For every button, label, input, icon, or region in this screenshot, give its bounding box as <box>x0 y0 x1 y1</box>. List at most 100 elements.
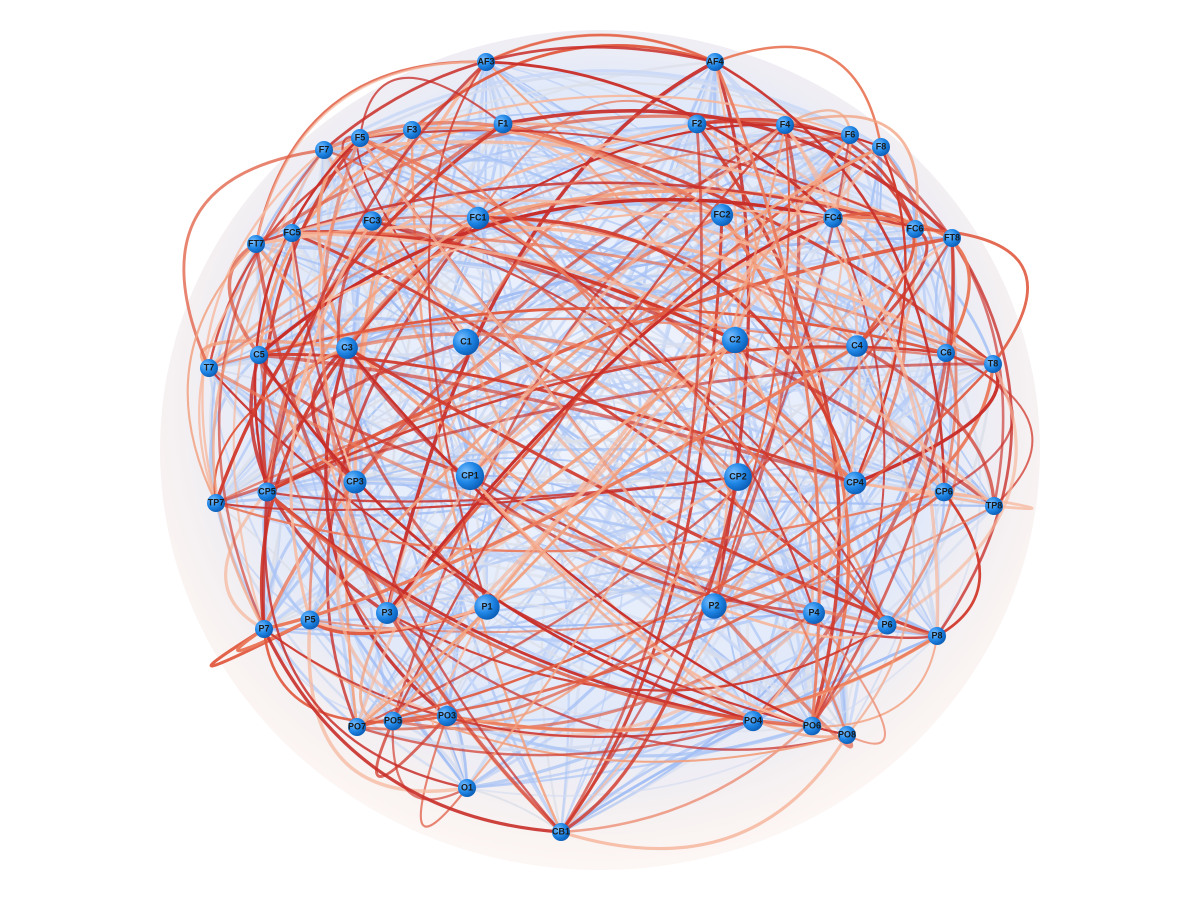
electrode-label: FC2 <box>713 209 730 219</box>
connection-loop <box>207 209 917 370</box>
electrode-node <box>803 602 825 624</box>
electrode-node <box>343 470 367 494</box>
connection-loop <box>265 236 954 494</box>
electrode-c4: C4 <box>846 335 868 357</box>
connection-arc <box>385 611 469 790</box>
connection-loop <box>358 126 859 348</box>
connection-loop <box>322 45 717 152</box>
connection-loop <box>261 136 362 494</box>
electrode-node <box>207 494 225 512</box>
connection-loop <box>358 76 505 140</box>
connection-loop <box>845 344 916 737</box>
electrode-node <box>458 779 476 797</box>
electrode-node <box>985 497 1003 515</box>
electrode-label: FC4 <box>824 212 841 222</box>
electrode-o1: O1 <box>458 779 476 797</box>
connection-loop <box>427 60 489 609</box>
electrode-node <box>552 823 570 841</box>
connection-loop <box>713 45 883 149</box>
electrode-label: CP2 <box>729 471 747 481</box>
connection-loop <box>853 362 1000 485</box>
electrode-label: FT7 <box>248 238 264 248</box>
electrode-label: TP7 <box>208 497 225 507</box>
electrode-label: CP6 <box>935 486 953 496</box>
connection-arc <box>308 589 814 728</box>
connection-arc <box>262 362 995 631</box>
electrode-cp4: CP4 <box>843 471 867 495</box>
connection-loop <box>855 227 929 348</box>
connection-loop <box>345 346 939 638</box>
connection-loop <box>263 490 469 790</box>
electrode-label: F4 <box>780 119 791 129</box>
electrode-node <box>934 482 954 502</box>
connection-loop <box>385 236 954 615</box>
connection-arc <box>215 502 394 722</box>
electrode-label: P5 <box>304 614 315 624</box>
connection-loop <box>345 332 857 485</box>
connection-loop <box>464 184 724 344</box>
connection-loop <box>944 351 1034 508</box>
electrode-fc4: FC4 <box>823 208 843 228</box>
connection-loop <box>810 236 955 728</box>
connection-loop <box>853 145 907 485</box>
connection-loop <box>811 217 886 727</box>
electrode-label: FC3 <box>363 215 380 225</box>
connection-loop <box>257 353 755 723</box>
connection-loop <box>265 490 814 728</box>
electrode-c6: C6 <box>937 344 955 362</box>
electrode-node <box>362 211 382 231</box>
electrode-label: C1 <box>460 336 472 346</box>
connection-loop <box>879 145 958 494</box>
connection-loop <box>201 148 326 505</box>
connection-loop <box>355 362 995 729</box>
electrode-node <box>383 711 403 731</box>
electrode-p5: P5 <box>300 610 320 630</box>
electrode-label: FC5 <box>283 227 300 237</box>
electrode-node <box>249 345 269 365</box>
electrode-node <box>872 138 890 156</box>
connection-loop <box>831 215 971 355</box>
connection-loop <box>713 60 821 728</box>
electrode-node <box>200 359 218 377</box>
connection-arc <box>308 618 395 723</box>
electrode-node <box>823 208 843 228</box>
connection-arc <box>358 72 852 140</box>
electrode-node <box>493 114 513 134</box>
connection-loop <box>320 136 389 615</box>
connection-loop <box>885 362 1018 627</box>
connection-loop <box>290 231 889 627</box>
electrode-po6: PO6 <box>802 716 822 736</box>
connection-loop <box>290 231 563 834</box>
connection-loop <box>355 604 716 731</box>
electrode-label: FC1 <box>469 212 486 222</box>
electrode-node <box>436 705 458 727</box>
connection-loop <box>445 611 816 738</box>
connection-loop <box>501 109 954 240</box>
connection-loop <box>410 128 849 737</box>
connection-arc <box>359 137 995 507</box>
connection-loop <box>335 480 449 718</box>
electrode-label: P8 <box>931 630 942 640</box>
electrode-f8: F8 <box>872 138 890 156</box>
connection-arc <box>446 476 739 717</box>
connection-arc <box>751 362 995 723</box>
connection-loop <box>262 627 563 834</box>
connection-loop <box>465 123 787 790</box>
electrode-label: PO8 <box>838 729 856 739</box>
connection-loop <box>207 133 852 370</box>
electrode-po5: PO5 <box>383 711 403 731</box>
electrode-node <box>706 53 724 71</box>
connection-loop <box>254 242 563 834</box>
electrode-label: F7 <box>319 144 330 154</box>
electrode-t7: T7 <box>200 359 218 377</box>
connection-loop <box>712 123 791 608</box>
electrode-node <box>315 141 333 159</box>
electrode-label: P6 <box>881 619 892 629</box>
connection-arc <box>356 228 916 728</box>
electrode-label: C2 <box>729 334 741 344</box>
electrode-node <box>838 726 856 744</box>
outer-loop-links <box>182 33 1034 851</box>
electrode-f1: F1 <box>493 114 513 134</box>
electrode-label: P3 <box>381 607 392 617</box>
connection-loop <box>468 216 835 478</box>
